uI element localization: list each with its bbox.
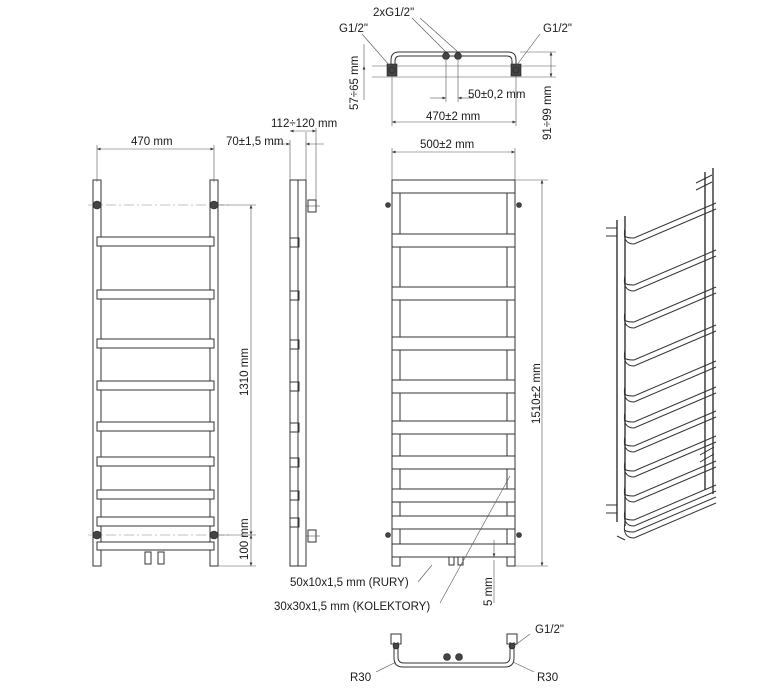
front-view bbox=[88, 145, 256, 567]
perspective-view bbox=[606, 168, 717, 541]
label-dim-front-width: 470 mm bbox=[131, 136, 173, 148]
label-radius-left: R30 bbox=[350, 672, 371, 684]
side-view bbox=[272, 128, 324, 567]
label-radius-right: R30 bbox=[537, 672, 558, 684]
label-dim-bottom-offset: 100 mm bbox=[239, 518, 251, 560]
label-dim-total-width: 500±2 mm bbox=[420, 139, 474, 151]
back-view bbox=[385, 148, 548, 604]
label-fitting-center-top: 2xG1/2" bbox=[373, 7, 414, 19]
label-dim-depth-wall: 91÷99 mm bbox=[542, 86, 554, 140]
label-dim-gap: 5 mm bbox=[483, 577, 495, 606]
label-fitting-bottom: G1/2" bbox=[535, 624, 564, 636]
label-dim-axis-spacing: 470±2 mm bbox=[426, 111, 480, 123]
label-collector-spec: 30x30x1,5 mm (KOLEKTORY) bbox=[274, 601, 430, 613]
bottom-view bbox=[375, 633, 535, 673]
label-fitting-right-top: G1/2" bbox=[543, 23, 572, 35]
label-dim-spacing: 50±0,2 mm bbox=[468, 89, 525, 101]
label-dim-height-connect: 57÷65 mm bbox=[349, 56, 361, 110]
label-pipes-spec: 50x10x1,5 mm (RURY) bbox=[290, 577, 409, 589]
label-dim-total-height: 1510±2 mm bbox=[531, 363, 543, 424]
label-dim-axis-height: 1310 mm bbox=[239, 348, 251, 396]
label-dim-side-depth: 112÷120 mm bbox=[271, 118, 337, 130]
label-fitting-left-top: G1/2" bbox=[339, 23, 368, 35]
top-view bbox=[361, 17, 556, 126]
label-dim-side-offset: 70±1,5 mm bbox=[226, 136, 283, 148]
